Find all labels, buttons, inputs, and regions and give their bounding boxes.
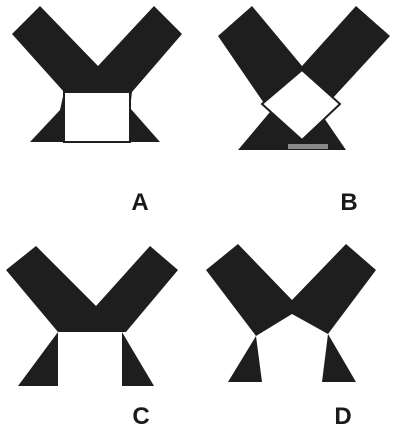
option-c-label: C bbox=[132, 403, 149, 430]
option-c-left-foot bbox=[18, 332, 58, 386]
option-a-square-hole bbox=[64, 92, 130, 142]
option-b-label: B bbox=[340, 189, 357, 216]
option-d-left-foot bbox=[228, 336, 262, 382]
option-c-right-foot bbox=[122, 332, 154, 386]
option-d-right-foot bbox=[322, 334, 356, 382]
option-b-figure[interactable] bbox=[218, 6, 390, 150]
option-c-figure[interactable] bbox=[6, 246, 178, 386]
option-a-label: A bbox=[131, 189, 148, 216]
option-b-gray-base-strip bbox=[288, 144, 328, 149]
option-a-figure[interactable] bbox=[12, 6, 182, 142]
option-c-v-shape bbox=[6, 246, 178, 332]
option-d-label: D bbox=[334, 403, 351, 430]
option-d-figure[interactable] bbox=[206, 244, 376, 382]
option-d-v-shape bbox=[206, 244, 376, 336]
